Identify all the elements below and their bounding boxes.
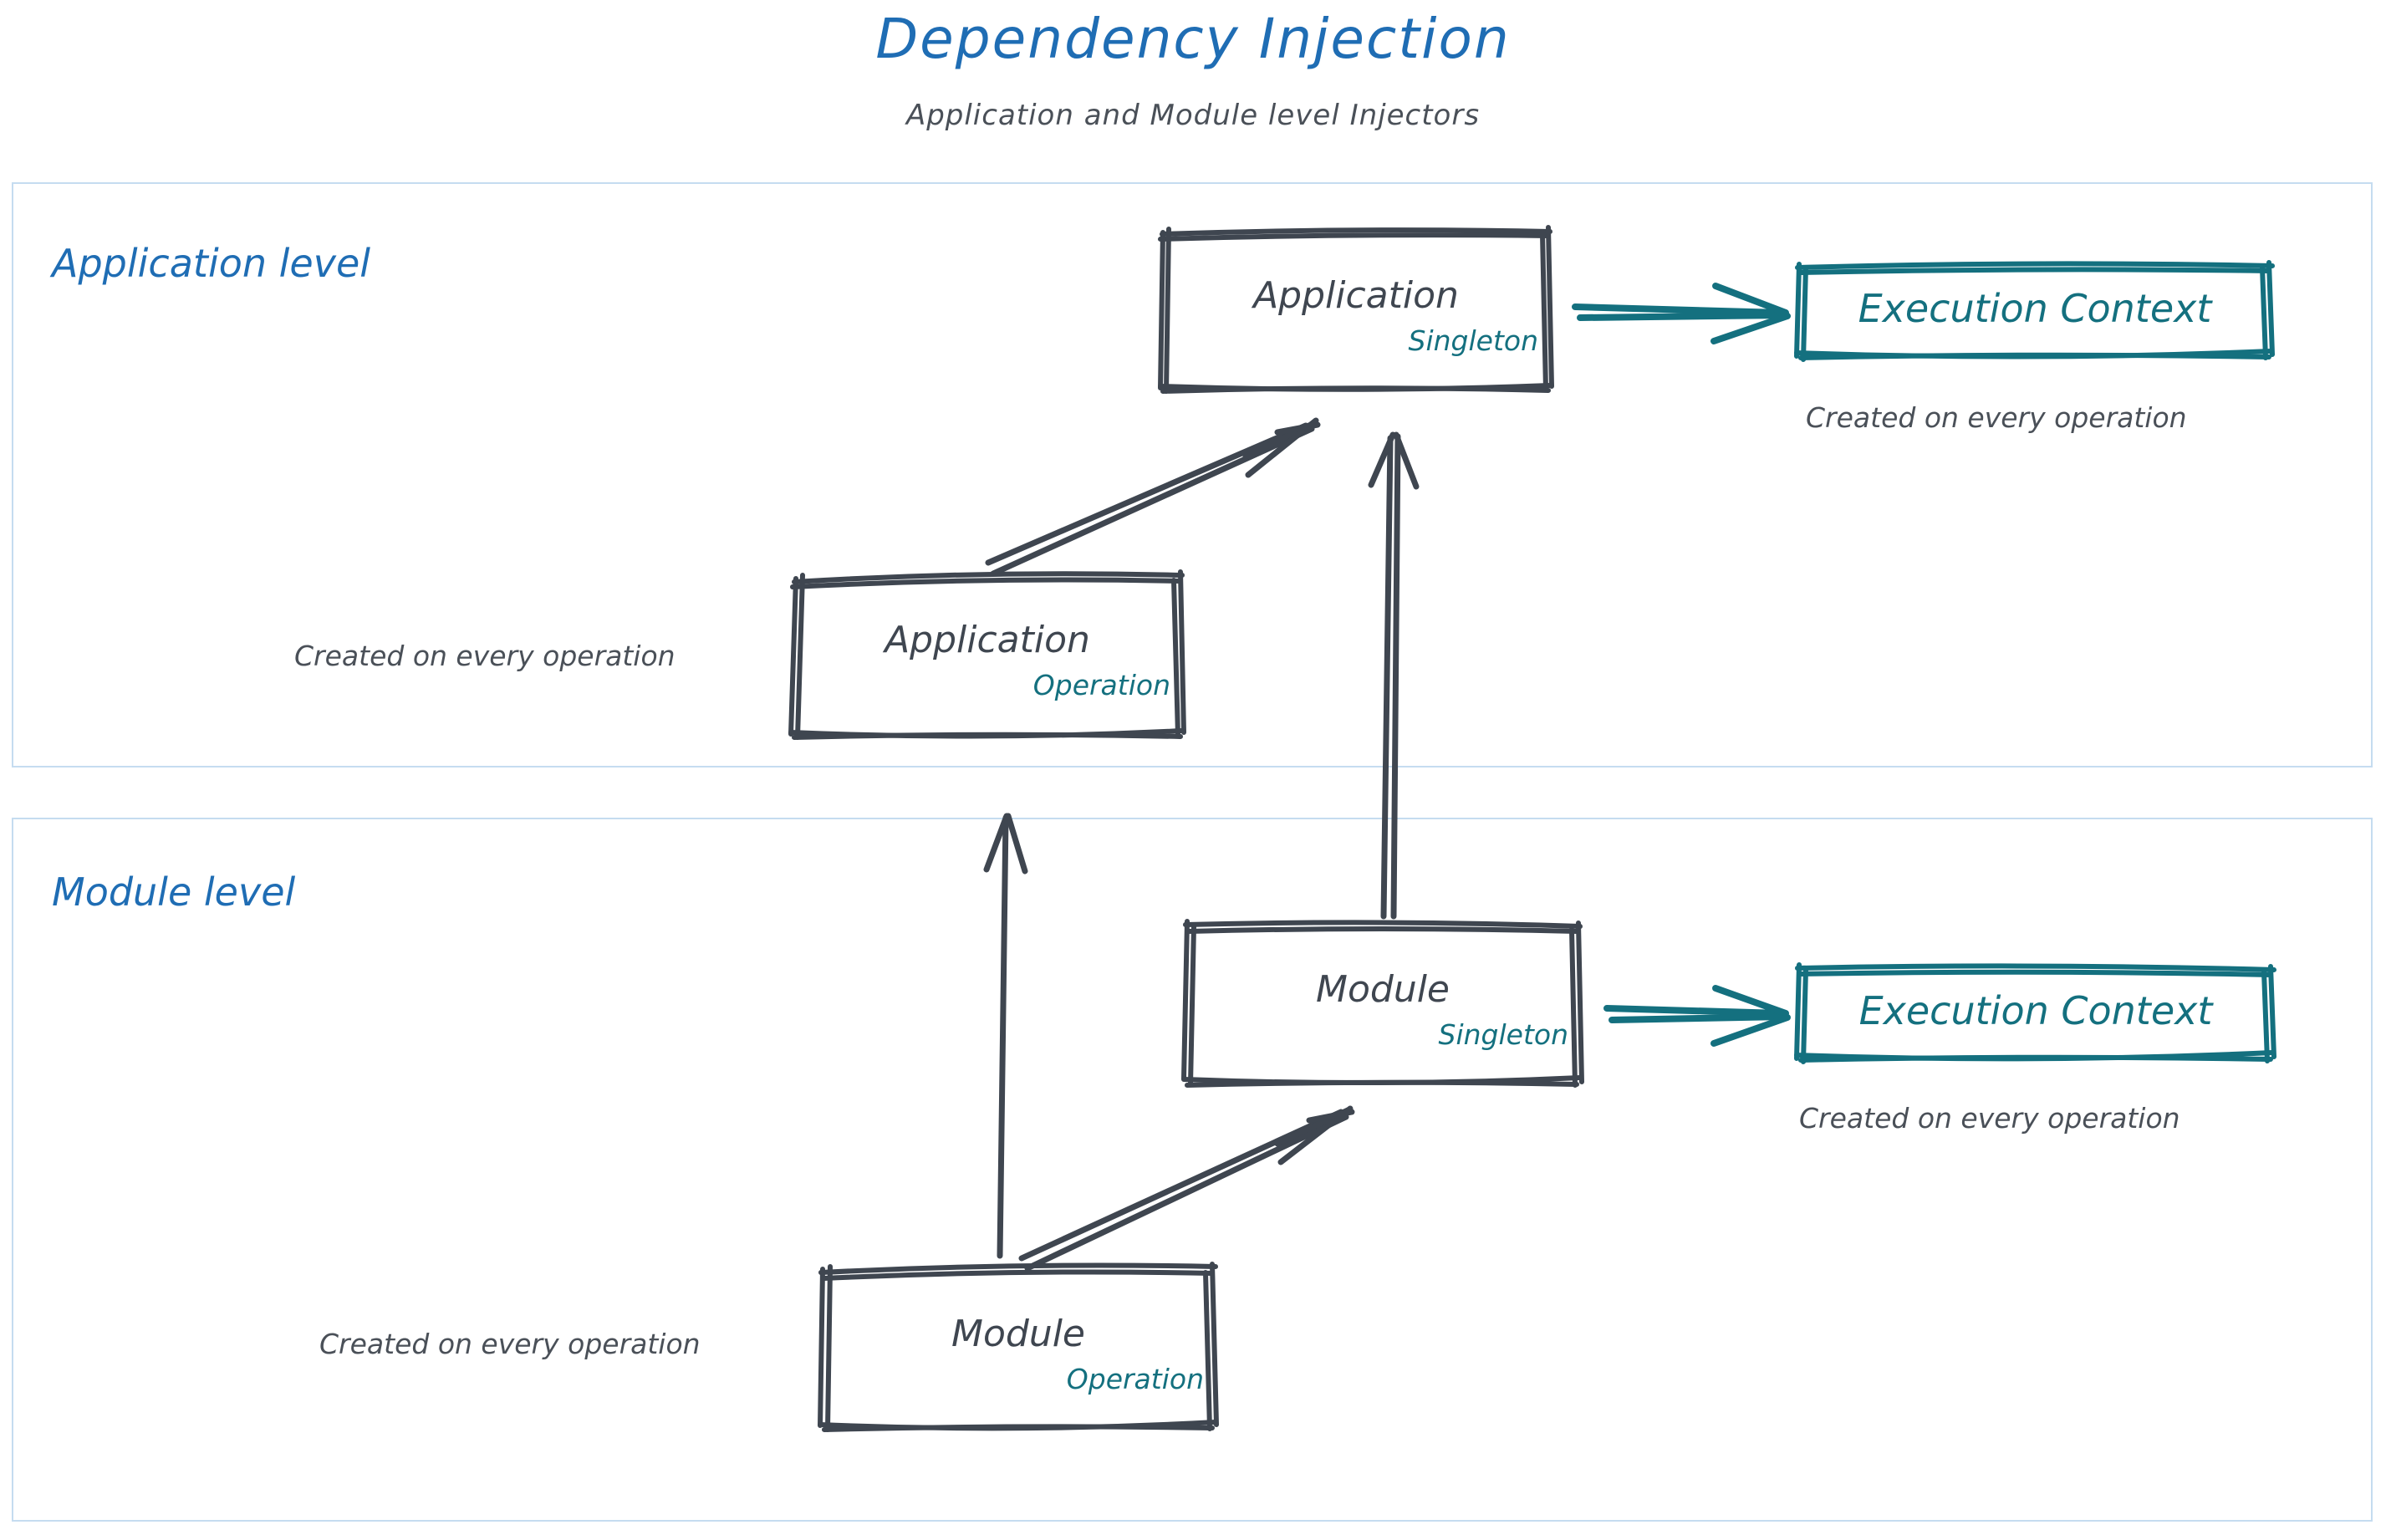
node-application-operation[interactable]: Application Operation xyxy=(788,569,1186,740)
application-operation-title: Application xyxy=(885,619,1090,661)
module-operation-caption: Created on every operation xyxy=(319,1328,701,1360)
node-module-execution-context[interactable]: Execution Context xyxy=(1794,962,2277,1064)
node-module-singleton[interactable]: Module Singleton xyxy=(1181,919,1584,1088)
application-singleton-scope: Singleton xyxy=(1408,324,1539,357)
application-singleton-box-outline xyxy=(1158,225,1554,394)
module-level-label: Module level xyxy=(52,869,296,915)
module-level-container xyxy=(12,818,2373,1522)
application-execution-context-box-outline xyxy=(1794,260,2275,362)
module-execution-context-title: Execution Context xyxy=(1858,988,2213,1033)
node-application-singleton[interactable]: Application Singleton xyxy=(1158,225,1554,394)
module-singleton-scope: Singleton xyxy=(1438,1018,1569,1051)
module-execution-context-caption: Created on every operation xyxy=(1799,1102,2180,1135)
application-level-label: Application level xyxy=(52,241,371,286)
module-operation-title: Module xyxy=(951,1313,1085,1355)
application-operation-box-outline xyxy=(788,569,1186,740)
application-singleton-title: Application xyxy=(1253,274,1459,317)
module-operation-scope: Operation xyxy=(1066,1363,1204,1395)
node-module-operation[interactable]: Module Operation xyxy=(818,1262,1219,1432)
application-operation-scope: Operation xyxy=(1032,669,1170,701)
application-execution-context-caption: Created on every operation xyxy=(1806,401,2187,434)
page-title: Dependency Injection xyxy=(875,7,1511,71)
page-subtitle: Application and Module level Injectors xyxy=(905,99,1481,132)
module-operation-box-outline xyxy=(818,1262,1219,1432)
application-execution-context-title: Execution Context xyxy=(1858,286,2212,331)
node-application-execution-context[interactable]: Execution Context xyxy=(1794,260,2276,362)
module-singleton-box-outline xyxy=(1181,919,1584,1088)
application-level-container xyxy=(12,182,2373,767)
module-singleton-title: Module xyxy=(1316,968,1450,1011)
module-execution-context-box-outline xyxy=(1794,962,2276,1064)
application-operation-caption: Created on every operation xyxy=(294,640,676,672)
